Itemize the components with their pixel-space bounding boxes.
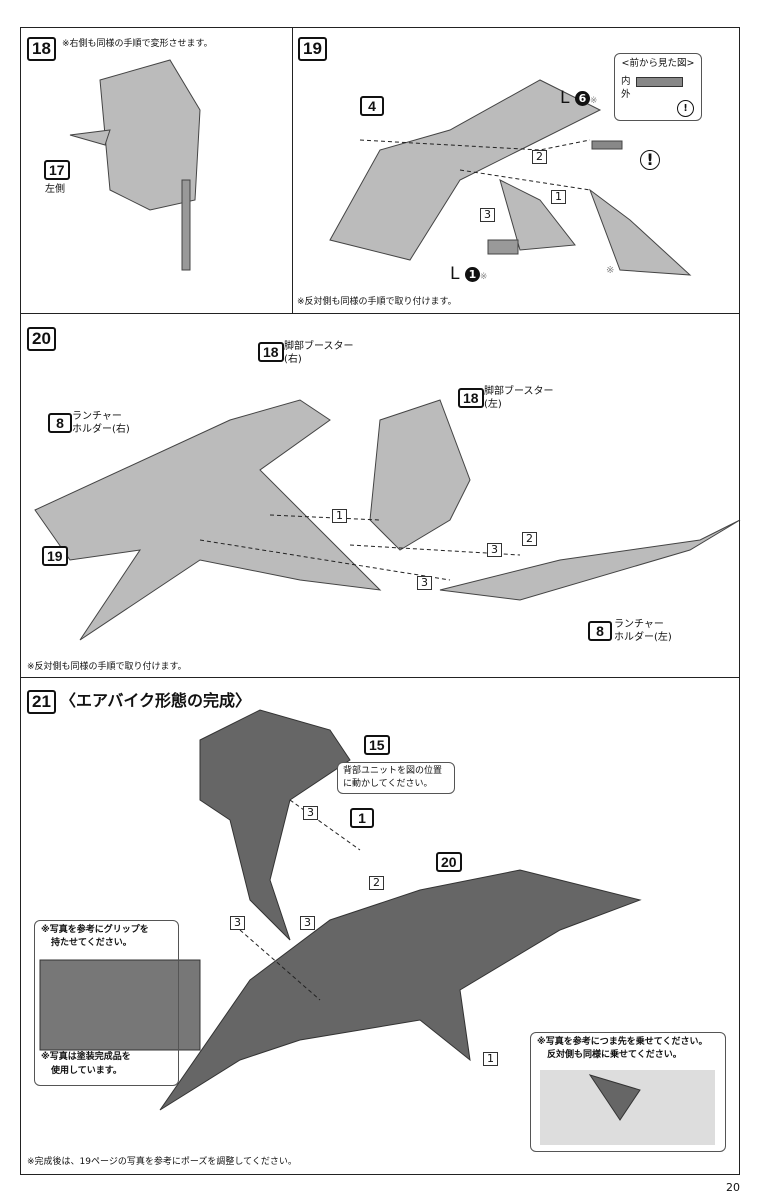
step-order: 3 bbox=[300, 916, 315, 930]
warning-icon: ! bbox=[640, 150, 660, 170]
part-19-illustration bbox=[329, 79, 602, 261]
part-number: 8 bbox=[588, 621, 612, 641]
step-order: 1 bbox=[551, 190, 566, 204]
part-label: 脚部ブースター(左) bbox=[484, 386, 554, 410]
step-number: 18 bbox=[27, 37, 56, 61]
page-number: 20 bbox=[726, 1181, 740, 1194]
part-number: 1 bbox=[350, 808, 374, 828]
pin-diagram bbox=[635, 76, 683, 87]
step-order: 2 bbox=[522, 532, 537, 546]
part-number: 15 bbox=[364, 735, 390, 755]
step-order: 3 bbox=[230, 916, 245, 930]
toe-photo-callout: ※写真を参考につま先を乗せてください。反対側も同様に乗せてください。 bbox=[530, 1032, 726, 1152]
asterisk-mark: ※ bbox=[606, 265, 615, 276]
figure-photo bbox=[199, 709, 351, 941]
part-number: 17 bbox=[44, 160, 70, 180]
part-number: 18 bbox=[458, 388, 484, 408]
step-order: 3 bbox=[487, 543, 502, 557]
inner-label: 内 bbox=[621, 76, 631, 87]
front-view-callout: <前から見た図> 内外 ! bbox=[614, 53, 702, 121]
part-number: 4 bbox=[360, 96, 384, 116]
step-order: 3 bbox=[417, 576, 432, 590]
part-label: ランチャーホルダー(右) bbox=[72, 411, 130, 435]
step-number: 19 bbox=[298, 37, 327, 61]
part-ref-l1: L 1※ bbox=[450, 264, 488, 284]
part-label: 左側 bbox=[45, 184, 65, 195]
part-number: 19 bbox=[42, 546, 68, 566]
step-note: ※反対側も同様の手順で取り付けます。 bbox=[297, 297, 457, 307]
part-label: ランチャーホルダー(左) bbox=[614, 619, 672, 643]
step-20-panel bbox=[20, 313, 740, 678]
grip-photo bbox=[39, 959, 201, 1051]
step-note: ※右側も同様の手順で変形させます。 bbox=[62, 39, 213, 49]
part-20-assembly-illustration bbox=[34, 399, 382, 641]
launcher-left-illustration bbox=[439, 519, 741, 601]
back-unit-callout: 背部ユニットを図の位置に動かしてください。 bbox=[337, 762, 455, 794]
warning-icon: ! bbox=[677, 100, 694, 117]
step-order: 2 bbox=[532, 150, 547, 164]
step-number: 20 bbox=[27, 327, 56, 351]
step-order: 1 bbox=[332, 509, 347, 523]
step-order: 3 bbox=[480, 208, 495, 222]
step-order: 2 bbox=[369, 876, 384, 890]
part-number: 20 bbox=[436, 852, 462, 872]
step-order: 3 bbox=[303, 806, 318, 820]
step-title: 〈エアバイク形態の完成〉 bbox=[60, 691, 252, 710]
part-17-illustration bbox=[99, 59, 201, 211]
airbike-photo bbox=[159, 869, 642, 1111]
step-note: ※反対側も同様の手順で取り付けます。 bbox=[27, 662, 187, 672]
step-order: 1 bbox=[483, 1052, 498, 1066]
part-label: 脚部ブースター(右) bbox=[284, 341, 354, 365]
part-ref-l6: L 6※ bbox=[560, 88, 598, 108]
part-number: 18 bbox=[258, 342, 284, 362]
grip-photo-callout: ※写真を参考にグリップを持たせてください。 ※写真は塗装完成品を 使用しています… bbox=[34, 920, 179, 1086]
callout-title: <前から見た図> bbox=[621, 58, 695, 69]
part-number: 8 bbox=[48, 413, 72, 433]
step-number: 21 bbox=[27, 690, 56, 714]
outer-label: 外 bbox=[621, 89, 631, 100]
step-note: ※完成後は、19ページの写真を参考にポーズを調整してください。 bbox=[27, 1157, 297, 1167]
